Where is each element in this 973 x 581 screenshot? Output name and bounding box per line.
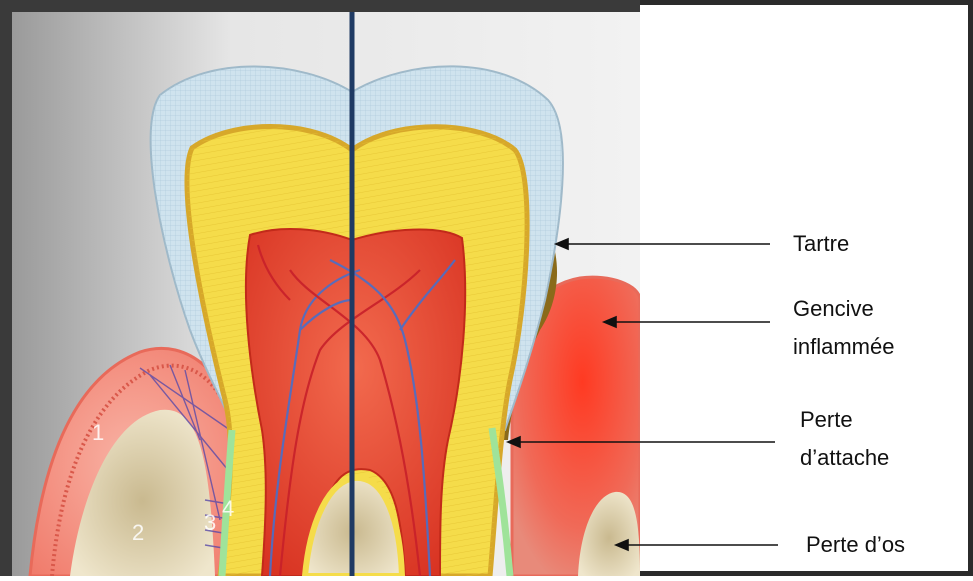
label-gencive-line2: inflammée	[793, 333, 894, 361]
number-1: 1	[92, 420, 104, 445]
number-2: 2	[132, 520, 144, 545]
label-attache-line2: d’attache	[800, 444, 889, 472]
number-3: 3	[204, 510, 216, 535]
label-gencive-line1: Gencive	[793, 295, 874, 323]
label-attache-line1: Perte	[800, 406, 853, 434]
number-4: 4	[222, 496, 234, 521]
label-os: Perte d’os	[806, 531, 905, 559]
label-tartre: Tartre	[793, 230, 849, 258]
